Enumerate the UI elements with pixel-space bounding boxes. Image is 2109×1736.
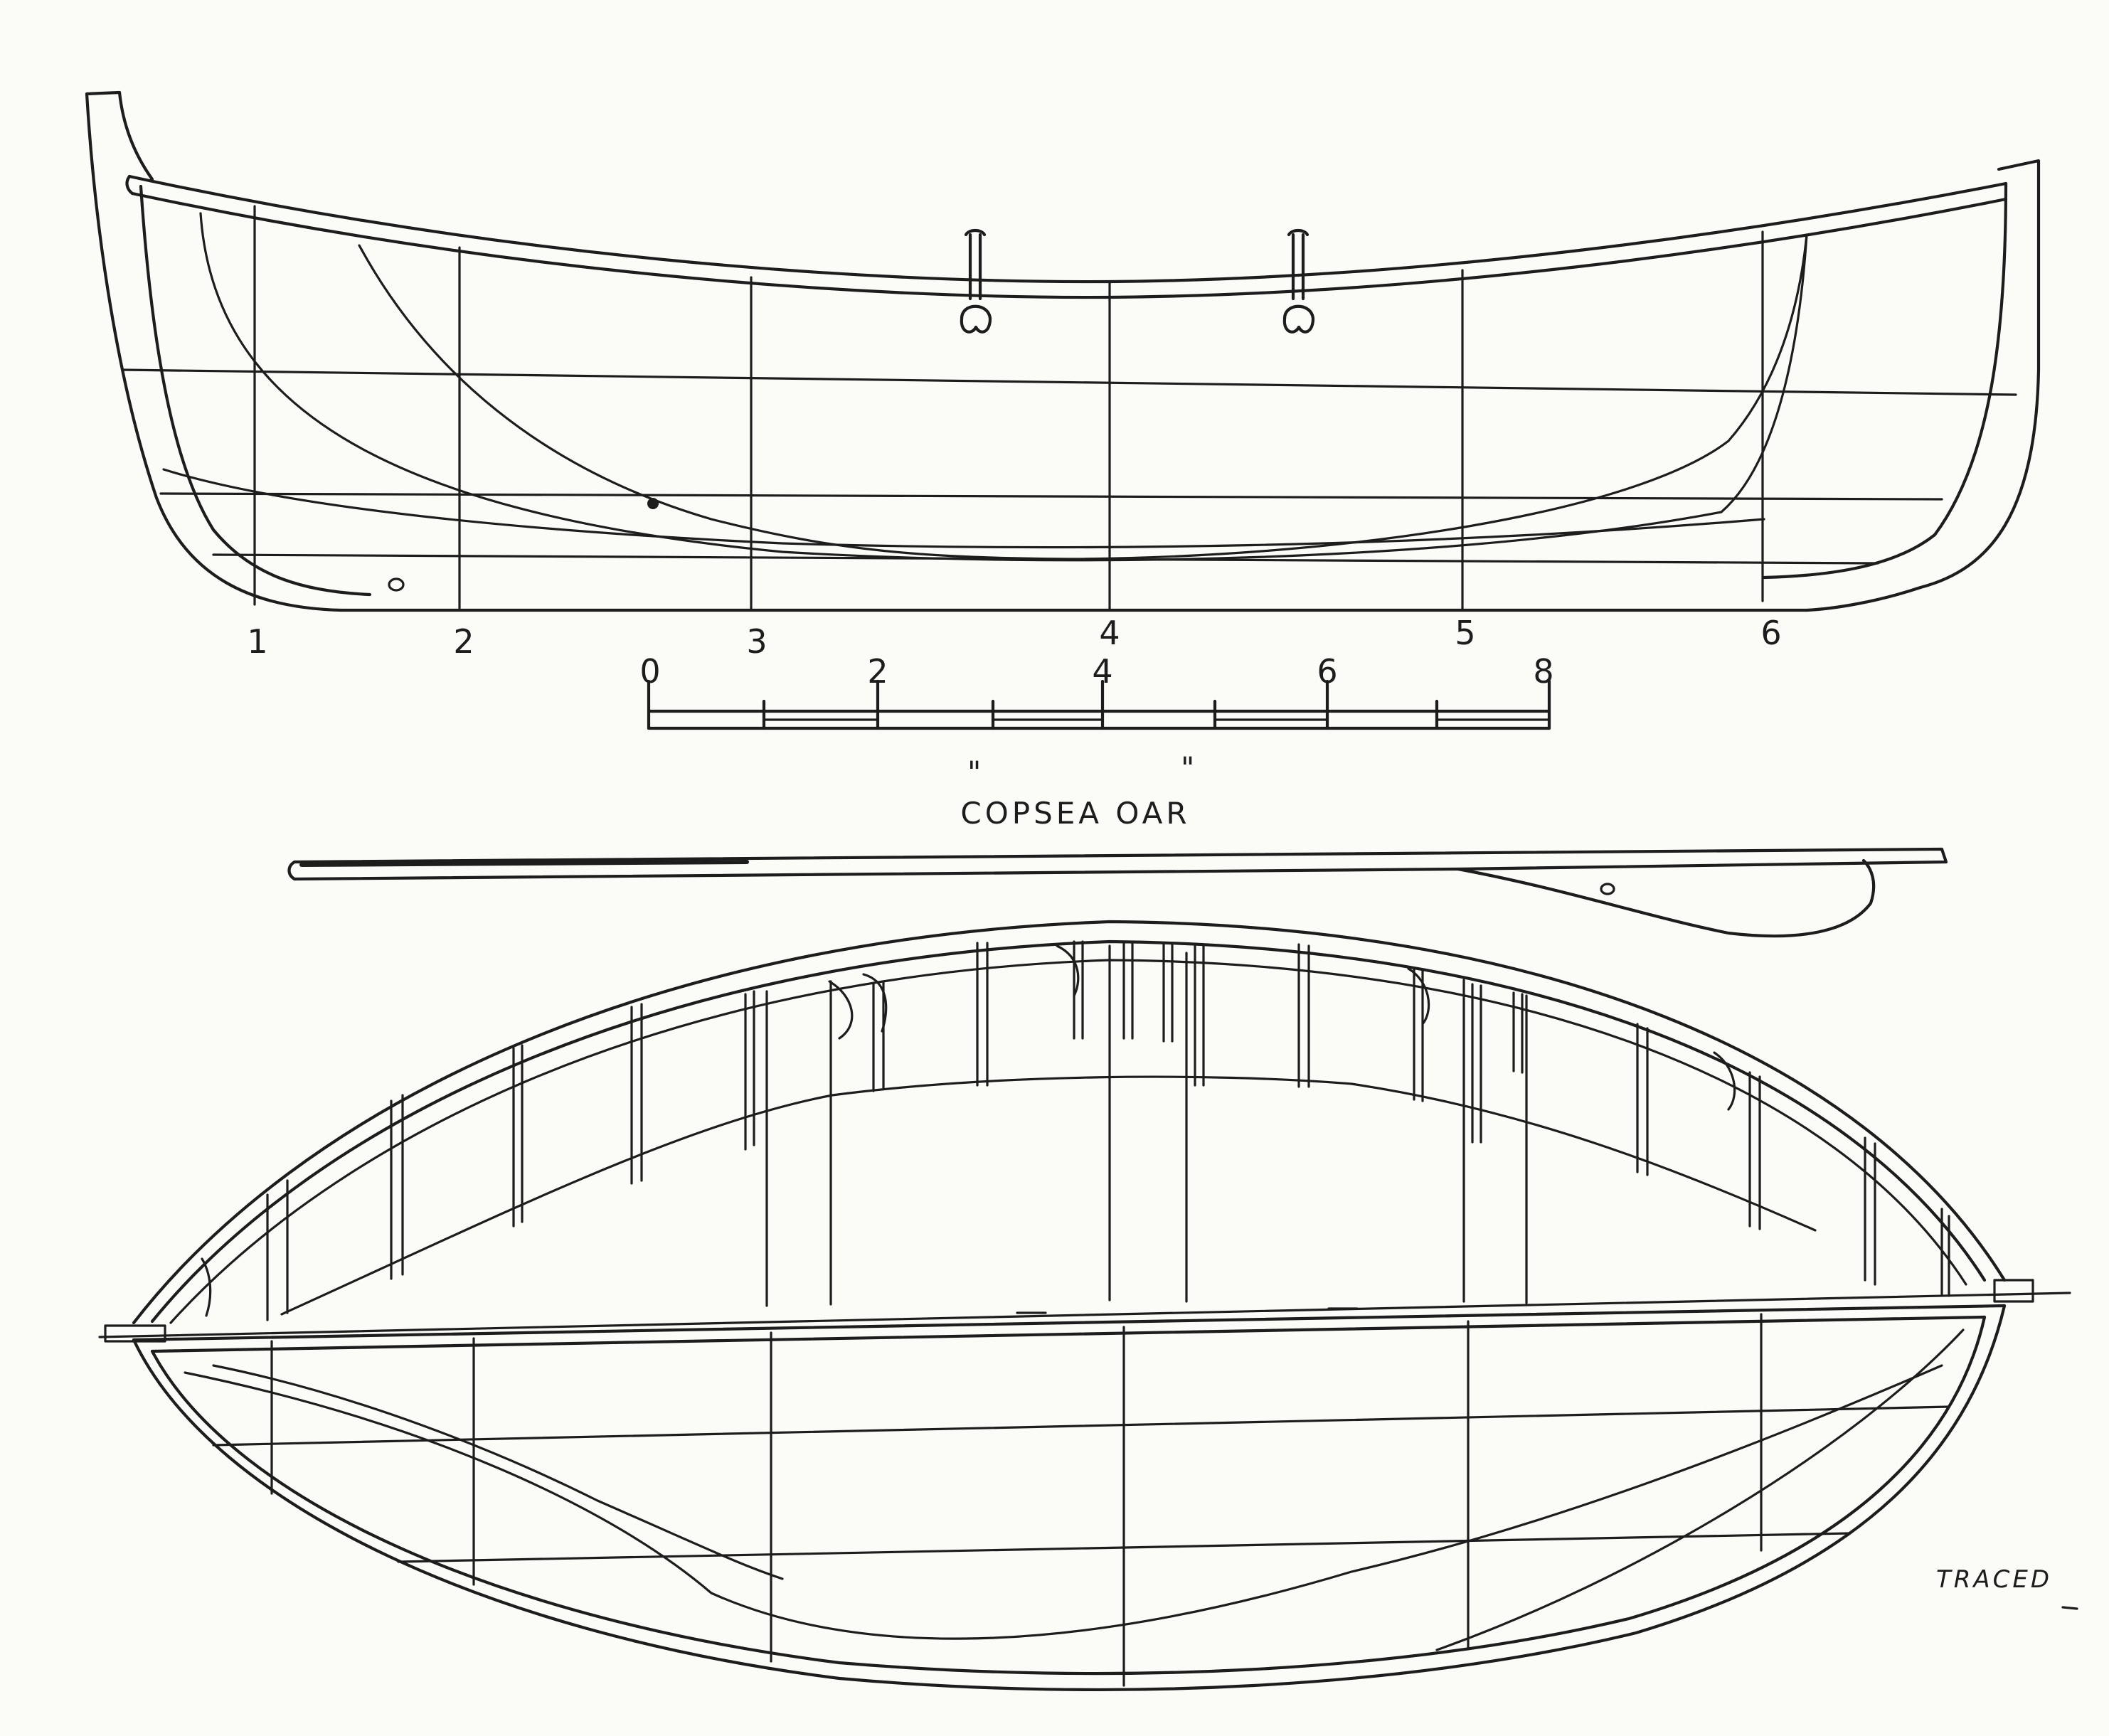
station-label-6: 6: [1760, 614, 1781, 652]
oar-quote-open: ": [967, 755, 984, 789]
plan-sheer-innermost: [169, 959, 1967, 1324]
oar-quote-close: ": [1181, 750, 1198, 785]
plan-keel-line: [132, 1304, 2007, 1342]
profile-waterline-3: [212, 553, 1879, 565]
scale-label-8: 8: [1533, 652, 1553, 691]
plan-thwart-3: [1462, 979, 1528, 1304]
plan-sheer-inner: [150, 939, 1987, 1324]
station-label-4: 4: [1099, 614, 1120, 652]
oar-blade-hole: [1600, 883, 1615, 895]
profile-oarlock-2: [1282, 228, 1315, 334]
profile-waterline-1: [121, 368, 2017, 396]
plan-sheer-outer: [132, 920, 2007, 1325]
station-label-1: 1: [247, 622, 267, 661]
profile-stem: [85, 90, 154, 181]
plan-diagonal-2: [212, 1364, 784, 1580]
plan-inner-hull: [280, 1075, 1817, 1316]
profile-fastening-dot: [647, 498, 659, 509]
scale-label-4: 4: [1092, 652, 1112, 691]
plan-diagonal-1: [184, 1364, 1943, 1640]
oar-shaft-grip: [299, 860, 749, 867]
plan-thwart-1: [765, 980, 832, 1307]
oar-blade: [1456, 858, 1876, 938]
profile-view: 1 2 3 4 5 6: [85, 90, 2041, 661]
scale-label-0: 0: [639, 652, 660, 691]
profile-diagonal: [162, 468, 1765, 549]
oar-title: COPSEA OAR: [960, 796, 1190, 831]
plan-hull-lower-outer: [132, 1304, 2007, 1692]
profile-gunwale-bow-end: [125, 174, 134, 196]
profile-stem-inner: [139, 184, 372, 597]
plan-baseline: [98, 1292, 2071, 1338]
profile-gunwale-top: [127, 174, 2008, 284]
profile-transom-inner: [1762, 181, 2008, 580]
station-label-3: 3: [746, 622, 767, 661]
scale-label-2: 2: [867, 652, 888, 691]
plan-knees: [201, 944, 1736, 1317]
profile-transom: [1805, 159, 2041, 612]
tracer-signature: TRACED: [1936, 1565, 2052, 1594]
plan-hull-lower-inner: [150, 1315, 1987, 1676]
plan-centerline-marks: [1016, 1307, 1359, 1314]
scale-label-6: 6: [1317, 652, 1337, 691]
profile-buttock-inner: [199, 212, 1808, 562]
plan-view: [98, 920, 2071, 1692]
tracer-signature-underline: [2061, 1606, 2078, 1610]
profile-oarlock-1: [960, 228, 992, 334]
station-label-2: 2: [453, 622, 474, 661]
plan-waterline-1: [212, 1405, 1950, 1447]
profile-stem-outer: [85, 92, 344, 612]
profile-buttock-outer: [358, 233, 1808, 560]
plan-diagonal-3: [1435, 1328, 1965, 1651]
scale-bar: 0 2 4 6 8: [639, 652, 1554, 730]
oar-drawing: " " COPSEA OAR: [287, 750, 1948, 938]
plan-stern-cap: [1993, 1279, 2034, 1303]
profile-waterline-2: [159, 492, 1943, 501]
plan-keel-line-2: [150, 1315, 1987, 1353]
oar-shaft: [287, 847, 1948, 881]
profile-drain-hole: [388, 577, 405, 592]
station-label-5: 5: [1455, 614, 1475, 652]
plan-frames: [266, 940, 1950, 1321]
